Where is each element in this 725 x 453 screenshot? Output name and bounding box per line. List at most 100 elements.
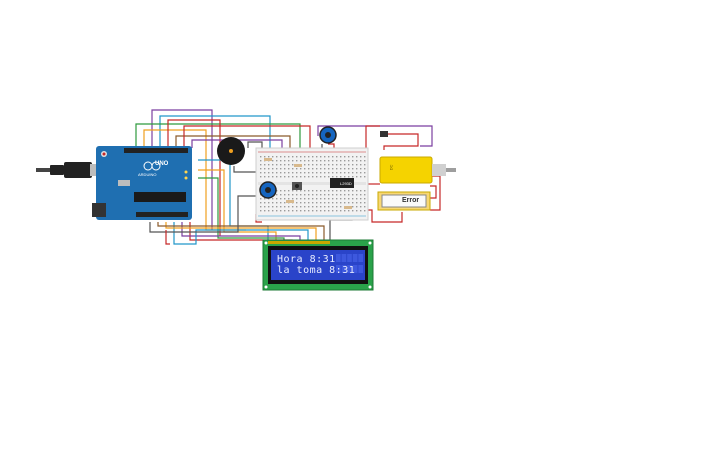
breadboard-hole <box>308 194 310 196</box>
breadboard-hole <box>324 156 326 158</box>
breadboard-hole <box>340 164 342 166</box>
breadboard-hole <box>288 172 290 174</box>
breadboard-hole <box>300 190 302 192</box>
wire <box>366 209 403 223</box>
breadboard-hole <box>364 172 366 174</box>
breadboard-hole <box>312 198 314 200</box>
breadboard-hole <box>336 172 338 174</box>
breadboard-hole <box>364 176 366 178</box>
breadboard-hole <box>344 156 346 158</box>
breadboard-hole <box>348 176 350 178</box>
lcd-cell <box>347 265 352 273</box>
breadboard-hole <box>260 160 262 162</box>
breadboard-hole <box>344 194 346 196</box>
lcd-header-pins <box>268 241 330 244</box>
breadboard-hole <box>324 198 326 200</box>
breadboard-hole <box>308 206 310 208</box>
breadboard-hole <box>364 210 366 212</box>
breadboard-hole <box>312 160 314 162</box>
breadboard-hole <box>324 160 326 162</box>
breadboard-hole <box>288 156 290 158</box>
breadboard-hole <box>356 194 358 196</box>
breadboard-hole <box>300 176 302 178</box>
breadboard-hole <box>332 190 334 192</box>
breadboard-hole <box>304 198 306 200</box>
wire <box>317 125 433 147</box>
breadboard-hole <box>348 194 350 196</box>
breadboard-hole <box>336 194 338 196</box>
breadboard-hole <box>328 156 330 158</box>
breadboard-hole <box>276 206 278 208</box>
breadboard-hole <box>316 160 318 162</box>
breadboard-hole <box>300 172 302 174</box>
breadboard-hole <box>344 168 346 170</box>
breadboard-hole <box>296 210 298 212</box>
breadboard-hole <box>272 160 274 162</box>
lcd-cell <box>341 265 347 273</box>
piezo-buzzer <box>217 137 245 165</box>
breadboard-hole <box>356 206 358 208</box>
breadboard-hole <box>340 172 342 174</box>
breadboard-hole <box>328 202 330 204</box>
breadboard-hole <box>296 176 298 178</box>
breadboard-hole <box>324 164 326 166</box>
breadboard-hole <box>268 156 270 158</box>
breadboard-hole <box>340 160 342 162</box>
breadboard-hole <box>360 190 362 192</box>
breadboard-hole <box>352 164 354 166</box>
breadboard-hole <box>276 202 278 204</box>
breadboard-hole <box>336 164 338 166</box>
breadboard-hole <box>284 210 286 212</box>
breadboard-hole <box>280 198 282 200</box>
breadboard-hole <box>332 156 334 158</box>
breadboard-hole <box>360 176 362 178</box>
breadboard-hole <box>284 202 286 204</box>
breadboard-hole <box>280 172 282 174</box>
breadboard-hole <box>260 176 262 178</box>
resistor <box>264 158 272 161</box>
breadboard-hole <box>300 206 302 208</box>
breadboard-hole <box>360 198 362 200</box>
breadboard-hole <box>360 160 362 162</box>
breadboard-hole <box>320 168 322 170</box>
lcd-cell <box>336 265 341 273</box>
wire <box>149 195 262 233</box>
breadboard-hole <box>352 160 354 162</box>
breadboard-hole <box>360 164 362 166</box>
breadboard-hole <box>304 164 306 166</box>
breadboard-hole <box>364 202 366 204</box>
breadboard-hole <box>352 190 354 192</box>
breadboard-hole <box>308 160 310 162</box>
breadboard-hole <box>348 198 350 200</box>
lcd-16x2 <box>262 239 374 291</box>
breadboard-hole <box>272 168 274 170</box>
breadboard-hole <box>292 194 294 196</box>
breadboard-hole <box>308 156 310 158</box>
lcd-cell <box>352 254 358 262</box>
breadboard-hole <box>308 202 310 204</box>
breadboard-hole <box>348 164 350 166</box>
breadboard-hole <box>292 156 294 158</box>
breadboard-hole <box>288 210 290 212</box>
error-display-text: Error <box>402 197 420 204</box>
breadboard-hole <box>348 156 350 158</box>
breadboard-hole <box>316 164 318 166</box>
breadboard-hole <box>300 210 302 212</box>
breadboard-hole <box>312 206 314 208</box>
breadboard-hole <box>276 210 278 212</box>
breadboard-hole <box>332 172 334 174</box>
breadboard-hole <box>260 210 262 212</box>
breadboard-hole <box>316 176 318 178</box>
breadboard-hole <box>292 190 294 192</box>
resistor <box>344 206 352 209</box>
breadboard-hole <box>264 206 266 208</box>
motor-label: DC <box>388 164 394 171</box>
breadboard-hole <box>304 190 306 192</box>
lcd-unused-cells <box>336 254 363 273</box>
breadboard-hole <box>340 202 342 204</box>
breadboard-hole <box>264 168 266 170</box>
breadboard-hole <box>272 202 274 204</box>
breadboard-hole <box>272 156 274 158</box>
breadboard-hole <box>276 172 278 174</box>
